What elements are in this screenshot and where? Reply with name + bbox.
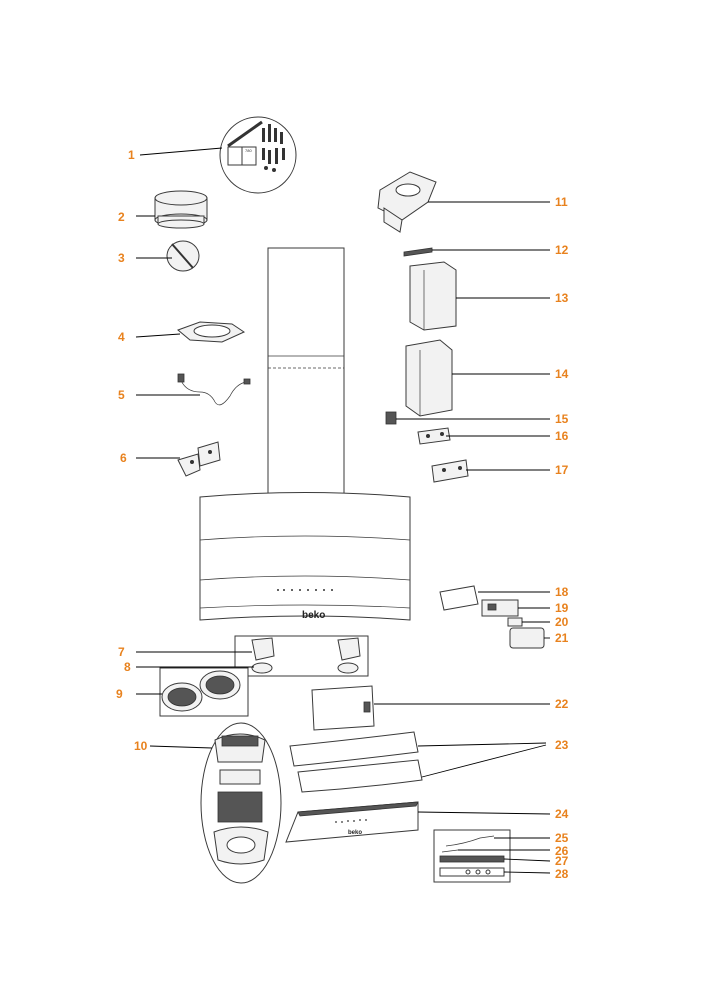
callout-21: 21 bbox=[555, 631, 569, 645]
part-15-clip bbox=[385, 411, 397, 425]
part-10-motor-assembly bbox=[200, 722, 282, 884]
callout-7: 7 bbox=[118, 645, 125, 659]
part-24-front-panel: beko bbox=[285, 801, 419, 843]
part-21-box bbox=[509, 627, 545, 649]
part-18-frame bbox=[439, 585, 479, 611]
leader-lines bbox=[135, 147, 551, 874]
part-3-flap bbox=[166, 240, 200, 272]
callout-6: 6 bbox=[120, 451, 127, 465]
callout-22: 22 bbox=[555, 697, 569, 711]
callout-16: 16 bbox=[555, 429, 569, 443]
part-12-strip bbox=[403, 247, 433, 257]
parts-25-28-electronics bbox=[433, 829, 511, 883]
part-22-panel bbox=[311, 685, 375, 731]
part-19-control-board bbox=[481, 599, 519, 617]
callout-20: 20 bbox=[555, 615, 569, 629]
callout-27: 27 bbox=[555, 854, 569, 868]
callout-24: 24 bbox=[555, 807, 569, 821]
callout-15: 15 bbox=[555, 412, 569, 426]
callout-28: 28 bbox=[555, 867, 569, 881]
part-16-bracket bbox=[417, 427, 451, 445]
hood-brand-logo: beko bbox=[302, 610, 325, 621]
callout-2: 2 bbox=[118, 210, 125, 224]
part-9-carbon-filters bbox=[159, 667, 249, 717]
callout-12: 12 bbox=[555, 243, 569, 257]
callout-10: 10 bbox=[134, 739, 148, 753]
callout-19: 19 bbox=[555, 601, 569, 615]
part-4-gasket bbox=[177, 321, 246, 343]
callout-1: 1 bbox=[128, 148, 135, 162]
callout-4: 4 bbox=[118, 330, 125, 344]
callout-26: 26 bbox=[555, 844, 569, 858]
callout-5: 5 bbox=[118, 388, 125, 402]
callout-11: 11 bbox=[555, 195, 568, 209]
part-23-glass-strips bbox=[289, 731, 423, 793]
callout-8: 8 bbox=[124, 660, 131, 674]
callout-17: 17 bbox=[555, 463, 569, 477]
part-14-lower-chimney bbox=[405, 339, 453, 417]
part-20-component bbox=[507, 617, 523, 627]
callout-14: 14 bbox=[555, 367, 569, 381]
part-1-fixing-kit: 780 bbox=[219, 116, 297, 194]
callout-25: 25 bbox=[555, 831, 569, 845]
callout-labels: 1 2 3 4 5 6 7 8 9 10 11 12 13 14 15 16 1… bbox=[116, 148, 569, 881]
part-11-top-flange bbox=[377, 171, 437, 233]
callout-3: 3 bbox=[118, 251, 125, 265]
part-2-valve bbox=[154, 190, 208, 229]
callout-9: 9 bbox=[116, 687, 123, 701]
part-6-bracket bbox=[177, 441, 221, 477]
part-17-bracket bbox=[431, 459, 469, 483]
part-5-power-cable bbox=[177, 373, 251, 406]
kit-sticker-text: 780 bbox=[245, 148, 252, 153]
hood-control-dots bbox=[277, 589, 333, 591]
parts-7-8-brackets bbox=[234, 635, 369, 677]
callout-13: 13 bbox=[555, 291, 569, 305]
hood-assembly: beko bbox=[199, 247, 411, 621]
callout-18: 18 bbox=[555, 585, 569, 599]
callout-23: 23 bbox=[555, 738, 569, 752]
part-13-upper-chimney bbox=[409, 261, 457, 331]
panel-brand-logo: beko bbox=[348, 830, 362, 836]
